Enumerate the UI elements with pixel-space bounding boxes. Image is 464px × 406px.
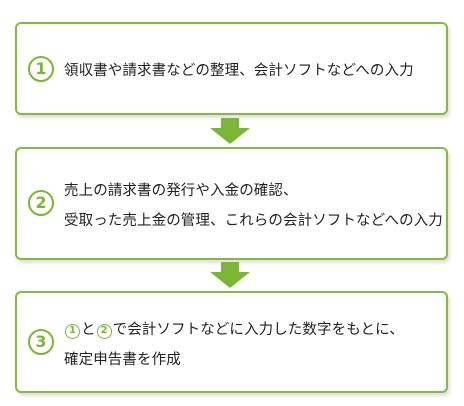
- step-number-badge: 2: [28, 190, 54, 216]
- step-2-box: 2 売上の請求書の発行や入金の確認、 受取った売上金の管理、これらの会計ソフトな…: [15, 147, 448, 260]
- step-3-text-line-2: 確定申告書を作成: [64, 352, 181, 368]
- down-arrow-icon: [210, 262, 250, 288]
- step-2-text-line-2: 受取った売上金の管理、これらの会計ソフトなどへの入力: [64, 213, 443, 229]
- step-reference-badge: 2: [96, 324, 112, 339]
- down-arrow-icon: [210, 118, 250, 144]
- step-1-text: 領収書や請求書などの整理、会計ソフトなどへの入力: [64, 63, 414, 79]
- step-3-joiner: と: [81, 322, 96, 338]
- step-3-line-1-text: で会計ソフトなどに入力した数字をもとに、: [112, 322, 404, 338]
- step-2-text-line-1: 売上の請求書の発行や入金の確認、: [64, 183, 298, 199]
- step-number-badge: 3: [28, 329, 54, 355]
- step-number-badge: 1: [28, 56, 54, 82]
- step-reference-badge: 1: [65, 324, 80, 339]
- step-1-box: 1 領収書や請求書などの整理、会計ソフトなどへの入力: [15, 22, 448, 115]
